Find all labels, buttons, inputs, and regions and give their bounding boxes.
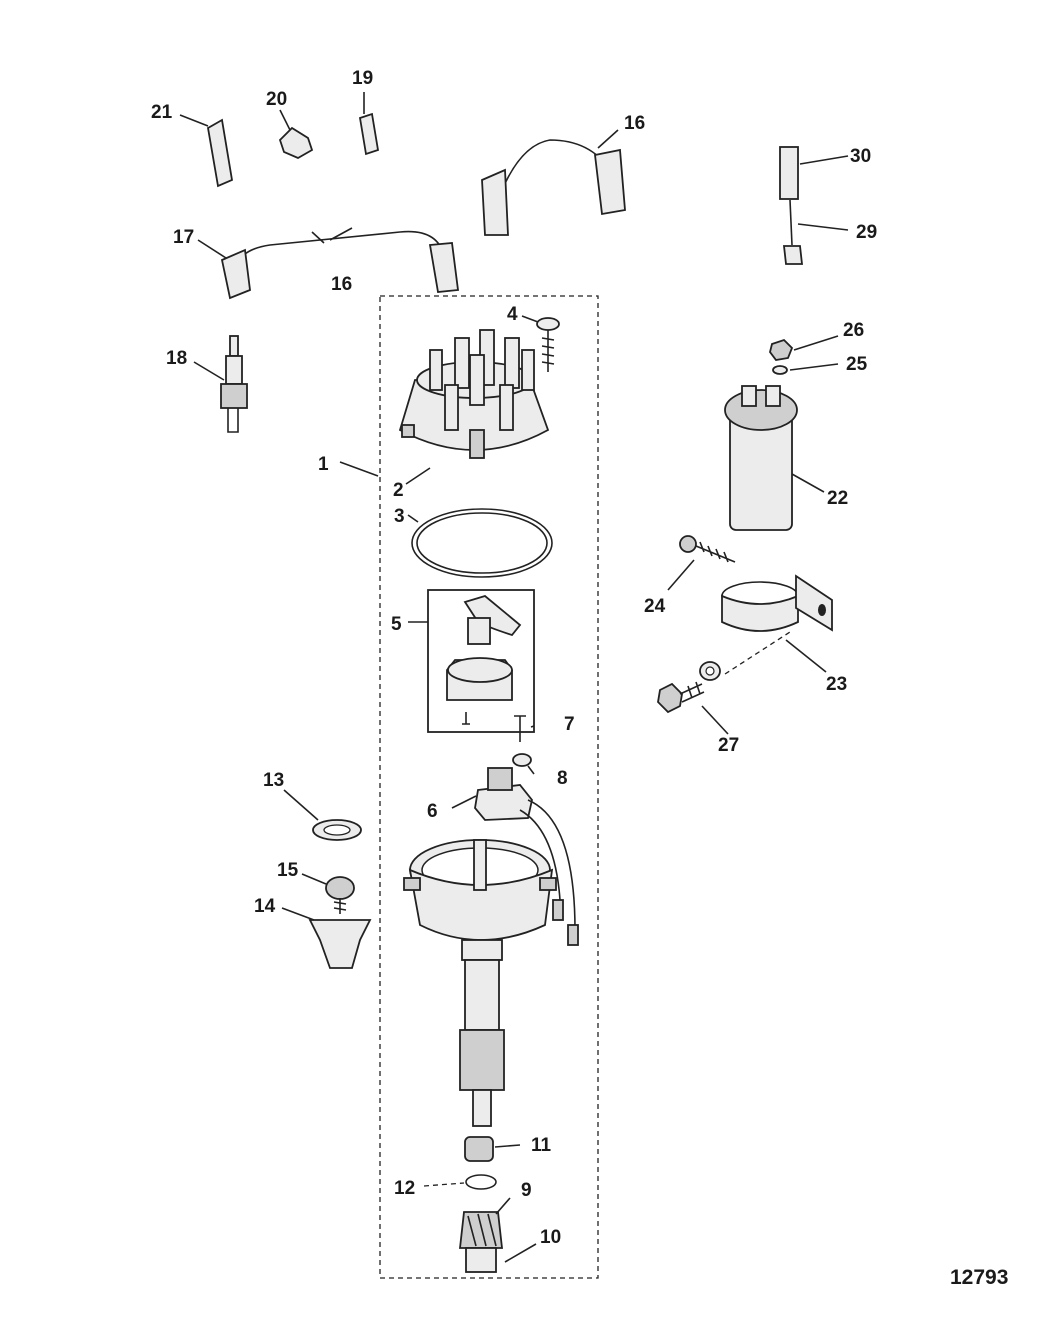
wire-separator-19	[358, 112, 380, 156]
callout-25: 25	[846, 354, 868, 375]
callout-17: 17	[173, 227, 194, 248]
ground-strap	[779, 146, 804, 265]
distributor-assembly-box	[379, 295, 599, 1279]
thrust-washer	[465, 1174, 497, 1190]
bolt-27	[657, 681, 705, 714]
callout-2: 2	[393, 480, 404, 501]
leader-lines	[179, 92, 849, 1263]
screw-15	[325, 876, 355, 914]
callout-23: 23	[826, 674, 847, 695]
lock-washer	[699, 661, 721, 681]
callout-18: 18	[166, 348, 187, 369]
callout-16-top: 16	[624, 113, 645, 134]
pickup-module	[474, 767, 579, 946]
callout-15: 15	[277, 860, 299, 881]
cap-o-ring	[411, 508, 553, 578]
callout-6: 6	[427, 801, 438, 822]
spark-plug	[220, 335, 248, 433]
drive-gear	[458, 1211, 504, 1273]
cap-screw	[536, 317, 560, 372]
callout-22: 22	[827, 488, 848, 509]
callout-11: 11	[531, 1135, 552, 1156]
callout-26: 26	[843, 320, 864, 341]
bracket-14	[308, 919, 372, 969]
spark-plug-wire-short	[481, 139, 626, 236]
callout-12: 12	[394, 1178, 415, 1199]
rotor-kit	[427, 589, 535, 733]
callout-7: 7	[564, 714, 575, 735]
wire-separator-21	[207, 118, 234, 188]
callout-3: 3	[394, 506, 405, 527]
callout-14: 14	[254, 896, 276, 917]
callout-21: 21	[151, 102, 173, 123]
callout-20: 20	[266, 89, 287, 110]
callout-19: 19	[352, 68, 373, 89]
distributor-housing	[403, 839, 557, 1127]
washer-25	[772, 365, 788, 375]
callout-29: 29	[856, 222, 877, 243]
washer-small	[512, 753, 532, 767]
figure-number: 12793	[950, 1266, 1008, 1289]
callout-labels: 1 2 3 4 5 6 7 8 9 10 11 12 13 14 15 16 1…	[151, 68, 877, 1248]
module-screw	[514, 715, 526, 742]
callout-16-bottom: 16	[331, 274, 352, 295]
callout-30: 30	[850, 146, 871, 167]
bolt-24	[679, 535, 736, 563]
coil-bracket	[721, 574, 833, 632]
ignition-coil	[724, 385, 798, 531]
callout-13: 13	[263, 770, 284, 791]
callout-5: 5	[391, 614, 402, 635]
distributor-cap	[398, 329, 550, 459]
callout-10: 10	[540, 1227, 561, 1248]
callout-8: 8	[557, 768, 568, 789]
callout-24: 24	[644, 596, 666, 617]
callout-4: 4	[507, 304, 518, 325]
drive-bushing	[464, 1136, 494, 1162]
wire-separator-20	[278, 126, 314, 160]
callout-27: 27	[718, 735, 739, 756]
washer-13	[312, 819, 362, 841]
bracket-fastener-line	[724, 631, 791, 675]
callout-1: 1	[318, 454, 329, 475]
spark-plug-wire-long	[220, 230, 460, 300]
callout-9: 9	[521, 1180, 532, 1201]
nut-26	[769, 338, 794, 361]
